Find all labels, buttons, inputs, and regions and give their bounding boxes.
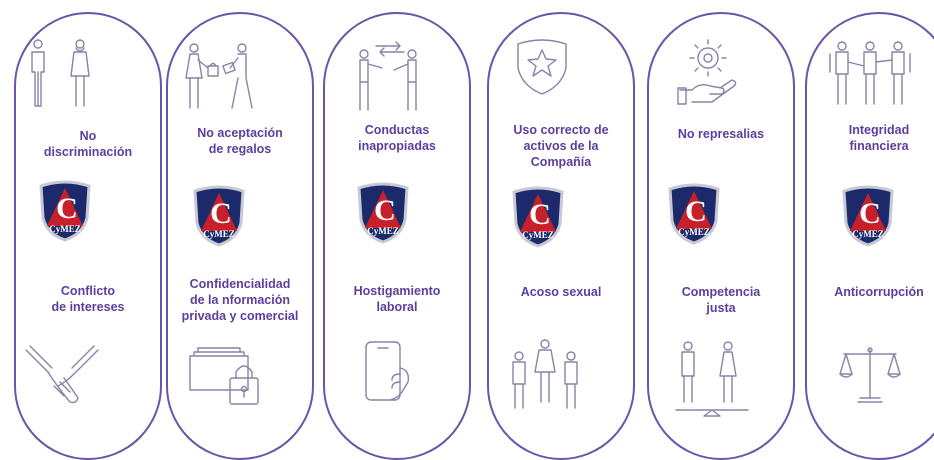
cymez-logo: C CyMEZ	[668, 183, 720, 245]
hand-phone-icon	[365, 341, 410, 401]
label-competencia-justa: Competencia justa	[681, 285, 761, 315]
label-integridad-financiera: Integridad financiera	[848, 123, 910, 153]
label-conflicto-de-intereses: Conflicto de intereses	[51, 284, 125, 314]
values-infographic: No discriminación C CyMEZ Conflicto de i…	[14, 12, 934, 460]
cymez-logo: C CyMEZ	[39, 180, 91, 242]
label-hostigamiento-laboral: Hostigamiento laboral	[353, 284, 441, 314]
hand-gear-icon	[677, 39, 737, 105]
people-balance-icon	[675, 341, 749, 417]
label-anticorrupcion: Anticorrupción	[834, 285, 924, 299]
group-meeting-icon	[829, 41, 911, 105]
cymez-logo: C CyMEZ	[357, 182, 409, 244]
logo-letter: C	[210, 197, 232, 230]
cymez-logo: C CyMEZ	[193, 185, 245, 247]
cymez-logo: C CyMEZ	[842, 185, 894, 247]
label-no-aceptacion-de-regalos: No aceptación de regalos	[197, 126, 283, 156]
logo-text: CyMEZ	[522, 230, 554, 240]
logo-letter: C	[374, 194, 396, 227]
logo-letter: C	[685, 195, 707, 228]
label-confidencialidad: Confidencialidad de la nformación privad…	[181, 277, 299, 323]
logo-letter: C	[529, 198, 551, 231]
shield-star-icon	[517, 39, 567, 95]
people-arguing-icon	[359, 41, 417, 111]
logo-text: CyMEZ	[678, 227, 710, 237]
logo-text: CyMEZ	[203, 229, 235, 239]
label-no-represalias: No represalias	[677, 127, 765, 141]
gift-exchange-icon	[185, 43, 253, 109]
logo-letter: C	[859, 197, 881, 230]
value-pill-4	[487, 12, 635, 460]
locked-folders-icon	[189, 347, 259, 405]
label-conductas-inapropiadas: Conductas inapropiadas	[358, 123, 436, 153]
label-uso-correcto-de-activos: Uso correcto de activos de la Compañía	[513, 123, 609, 169]
handshake-icon	[25, 345, 99, 404]
logo-letter: C	[56, 192, 78, 225]
value-pill-5	[647, 12, 795, 460]
group-people-icon	[512, 339, 578, 409]
two-people-icon	[31, 39, 90, 107]
label-no-discriminacion: No discriminación	[43, 129, 133, 159]
scales-icon	[839, 347, 901, 403]
logo-text: CyMEZ	[852, 229, 884, 239]
logo-text: CyMEZ	[367, 226, 399, 236]
label-acoso-sexual: Acoso sexual	[520, 285, 602, 299]
logo-text: CyMEZ	[49, 224, 81, 234]
cymez-logo: C CyMEZ	[512, 186, 564, 248]
